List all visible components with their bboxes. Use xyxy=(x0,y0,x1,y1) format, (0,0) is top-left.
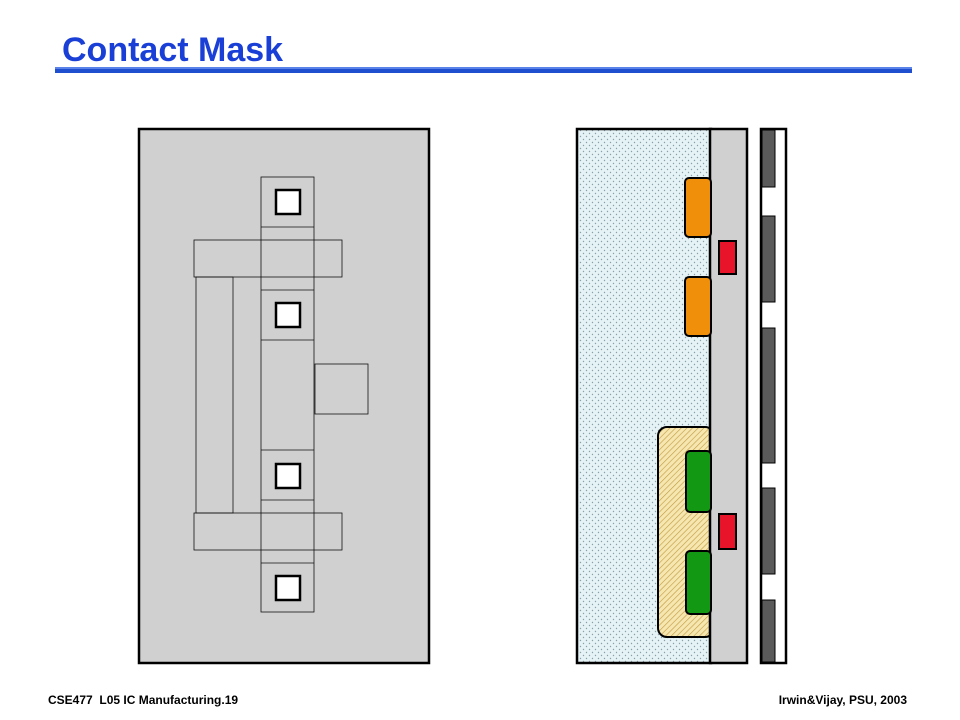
diffusion-column-outline xyxy=(260,176,315,613)
poly-contact-pad xyxy=(314,363,369,415)
poly-vertical-left xyxy=(195,276,234,514)
contact-cut xyxy=(274,301,302,329)
mask-layout-view xyxy=(137,127,431,665)
mask-opaque-segment xyxy=(761,487,776,575)
n-diffusion xyxy=(685,550,712,615)
mask-opaque-segment xyxy=(761,129,776,188)
mask-opaque-segment xyxy=(761,327,776,464)
contact-cut xyxy=(274,462,302,490)
p-diffusion xyxy=(684,276,712,337)
footer-course-info: CSE477 L05 IC Manufacturing.19 xyxy=(48,693,239,707)
n-diffusion xyxy=(685,450,712,513)
slide-title: Contact Mask xyxy=(62,31,284,69)
contact-opening xyxy=(718,513,737,550)
contact-opening xyxy=(718,240,737,275)
p-diffusion xyxy=(684,177,712,238)
footer-authors: Irwin&Vijay, PSU, 2003 xyxy=(778,693,907,707)
mask-opaque-segment xyxy=(761,215,776,303)
title-underline xyxy=(55,67,912,73)
mask-background-panel xyxy=(137,127,431,665)
contact-cut xyxy=(274,574,302,602)
poly-bar-upper xyxy=(193,239,343,278)
cross-section-view xyxy=(575,127,788,665)
oxide-layer xyxy=(708,127,749,665)
contact-cut xyxy=(274,188,302,216)
poly-bar-lower xyxy=(193,512,343,551)
mask-opaque-segment xyxy=(761,599,776,663)
